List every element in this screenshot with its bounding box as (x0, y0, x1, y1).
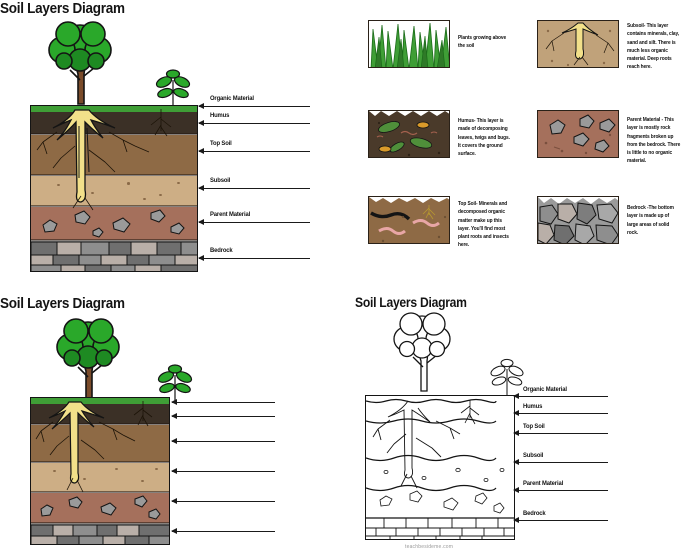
parent-material-rocks-2 (40, 495, 161, 520)
small-plant-illustration-2 (157, 364, 193, 403)
card-humus-text: Humus- This layer is made of decomposing… (458, 118, 510, 157)
panel-top-left: Soil Layers Diagram (0, 0, 350, 285)
card-parent-material-text: Parent Material - This layer is mostly r… (627, 117, 681, 165)
label-outline-top-soil: Top Soil (523, 423, 545, 430)
card-subsoil-image (537, 20, 619, 68)
card-grass-image (368, 20, 450, 68)
arrow-parent-material (198, 219, 310, 226)
bedrock-stones-2 (31, 524, 169, 544)
label-top-soil: Top Soil (210, 140, 232, 147)
arrow-outline-parent-material (513, 487, 608, 494)
label-outline-bedrock: Bedrock (523, 510, 546, 517)
arrow-blank-5 (171, 498, 275, 505)
layer-parent-material-2 (31, 493, 169, 523)
card-topsoil-image (368, 196, 450, 244)
arrow-outline-subsoil (513, 459, 608, 466)
soil-profile-block (30, 105, 198, 272)
small-plant-illustration (155, 69, 191, 108)
card-grass-text: Plants growing above the soil (458, 35, 507, 50)
page-title: Soil Layers Diagram (0, 0, 125, 17)
label-outline-organic-material: Organic Material (523, 386, 567, 393)
bedrock-stones (31, 241, 197, 271)
panel-top-right-cards: Plants growing above the soil S (355, 0, 700, 285)
arrow-bedrock (198, 255, 310, 262)
panel-bottom-right: Soil Layers Diagram (355, 295, 700, 560)
arrow-blank-1 (171, 399, 275, 406)
label-outline-parent-material: Parent Material (523, 480, 564, 487)
small-plant-outline (490, 358, 524, 395)
tree-illustration (48, 21, 112, 105)
arrow-humus (198, 120, 310, 127)
small-plant-roots-2 (133, 401, 153, 427)
arrow-blank-4 (171, 468, 275, 475)
arrow-outline-humus (513, 410, 608, 417)
tree-illustration-2 (56, 318, 120, 402)
card-subsoil-text: Subsoil- This layer contains minerals, c… (627, 23, 679, 71)
grass-line-2 (31, 398, 169, 405)
card-bedrock-image (537, 196, 619, 244)
card-bedrock-text: Bedrock -The bottom layer is made up of … (627, 205, 674, 236)
card-parent-material-image (537, 110, 619, 158)
grass-line (31, 106, 197, 113)
arrow-organic-material (198, 103, 310, 110)
tree-outline-illustration (393, 312, 451, 392)
label-outline-humus: Humus (523, 403, 543, 410)
arrow-subsoil (198, 185, 310, 192)
small-plant-roots (150, 109, 172, 137)
panel-bottom-left: Soil Layers Diagram (0, 295, 350, 560)
label-bedrock: Bedrock (210, 247, 233, 254)
layer-topsoil (31, 135, 197, 175)
soil-profile-outline (365, 395, 515, 540)
page-title-3: Soil Layers Diagram (355, 295, 467, 310)
arrow-blank-3 (171, 438, 275, 445)
layer-topsoil-2 (31, 425, 169, 462)
page-title-2: Soil Layers Diagram (0, 295, 125, 312)
label-organic-material: Organic Material (210, 95, 254, 102)
label-parent-material: Parent Material (210, 211, 251, 218)
tree-roots-2 (35, 401, 136, 493)
arrow-outline-bedrock (513, 517, 608, 524)
label-humus: Humus (210, 112, 230, 119)
arrow-top-soil (198, 148, 310, 155)
watermark: teachbesideme.com (405, 544, 454, 550)
tree-roots (36, 109, 150, 211)
label-subsoil: Subsoil (210, 177, 231, 184)
arrow-blank-6 (171, 528, 275, 535)
soil-profile-block-2 (30, 397, 170, 545)
arrow-outline-organic-material (513, 393, 608, 400)
parent-material-rocks (42, 209, 185, 238)
card-humus-image (368, 110, 450, 158)
label-outline-subsoil: Subsoil (523, 452, 544, 459)
card-topsoil-text: Top Soil- Minerals and decomposed organi… (458, 201, 509, 249)
arrow-outline-top-soil (513, 430, 608, 437)
layer-subsoil-2 (31, 463, 169, 492)
arrow-blank-2 (171, 413, 275, 420)
layer-subsoil (31, 176, 197, 206)
